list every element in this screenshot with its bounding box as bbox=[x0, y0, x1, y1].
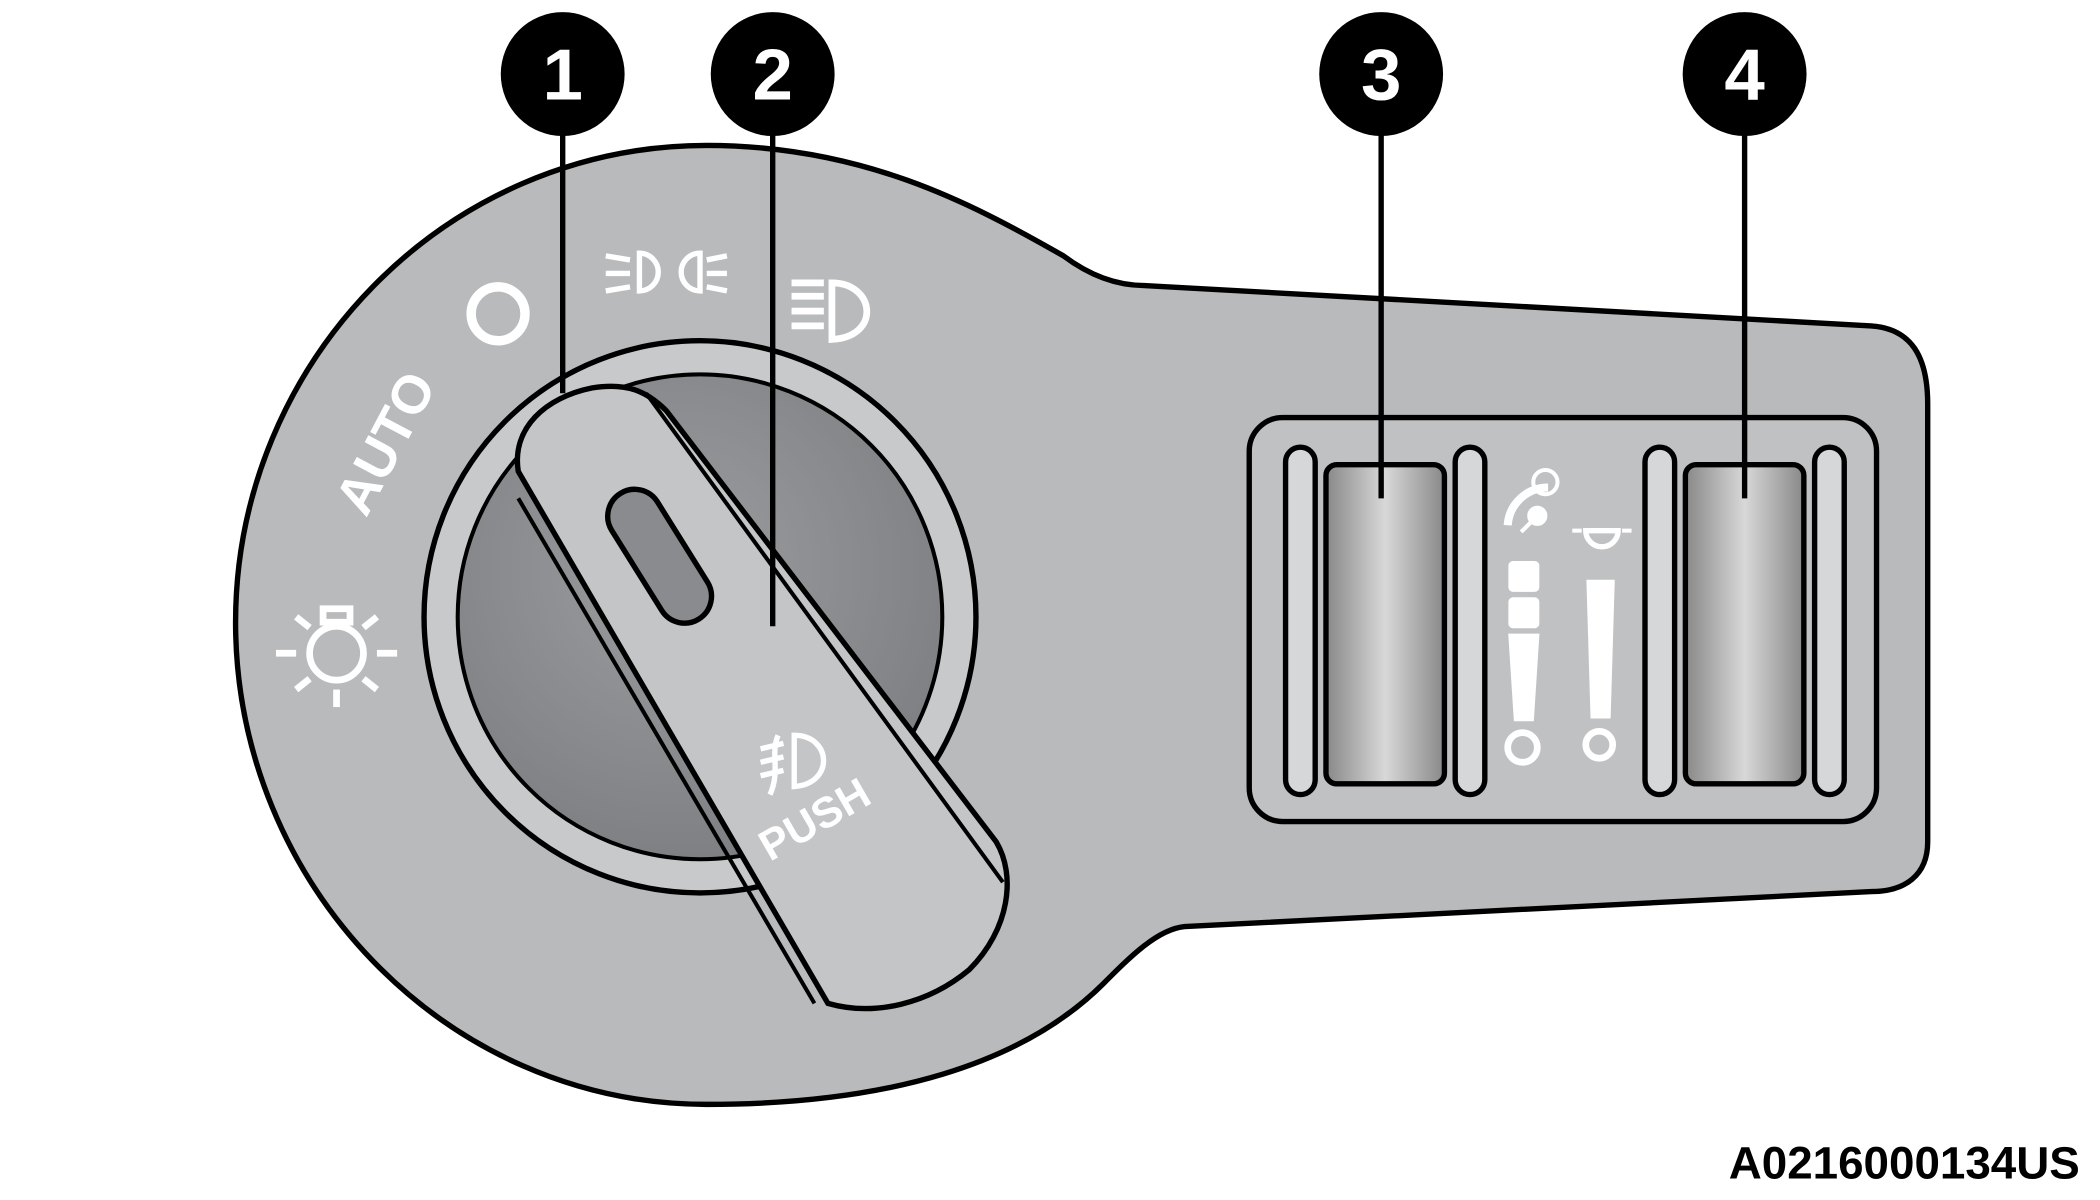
callout-3: 3 bbox=[1319, 12, 1444, 499]
callout-4: 4 bbox=[1682, 12, 1807, 499]
svg-text:4: 4 bbox=[1724, 35, 1765, 116]
callout-2: 2 bbox=[710, 12, 835, 627]
interior-light-thumbwheel[interactable] bbox=[1682, 461, 1807, 787]
svg-text:1: 1 bbox=[542, 35, 582, 116]
dial-knob[interactable] bbox=[514, 383, 1010, 1012]
figure-id: A0216000134US bbox=[1729, 1137, 2080, 1188]
parking-lights-icon bbox=[605, 250, 728, 294]
fog-lamp-icon bbox=[759, 732, 827, 796]
dimmer-thumbwheel[interactable] bbox=[1323, 461, 1448, 787]
callout-1: 1 bbox=[500, 12, 625, 394]
svg-text:2: 2 bbox=[752, 35, 792, 116]
parking-lamp-icon bbox=[275, 605, 398, 708]
off-icon bbox=[466, 282, 530, 346]
svg-text:3: 3 bbox=[1361, 35, 1401, 116]
dash-dimmer-icon bbox=[1503, 468, 1560, 766]
interior-light-icon bbox=[1572, 527, 1632, 762]
headlight-icon bbox=[791, 279, 871, 343]
